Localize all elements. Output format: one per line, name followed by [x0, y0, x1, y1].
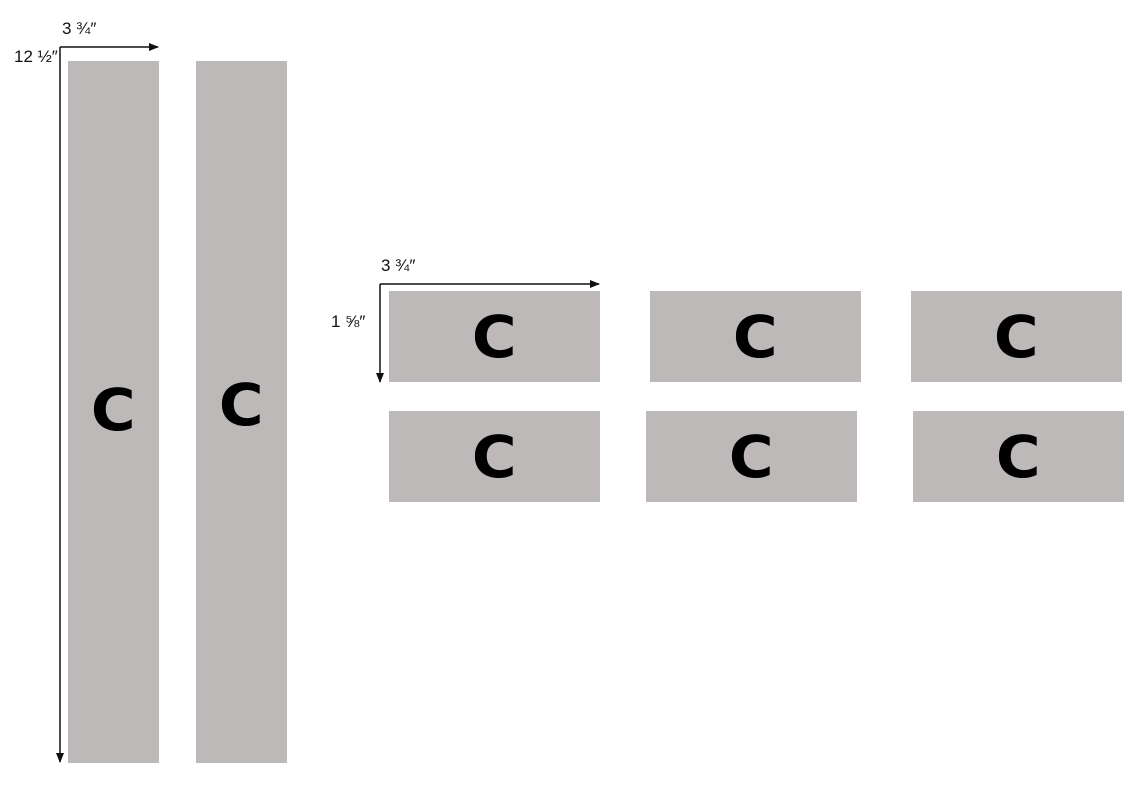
piece-width-label: 3 ¾″: [381, 256, 416, 275]
short-piece: C: [913, 411, 1124, 502]
piece-label: C: [994, 302, 1039, 371]
piece-label: C: [733, 302, 778, 371]
short-piece: C: [911, 291, 1122, 382]
long-strip-piece: C: [196, 61, 287, 763]
piece-label: C: [91, 376, 136, 444]
piece-label: C: [472, 302, 517, 371]
piece-label: C: [996, 422, 1041, 491]
piece-label: C: [219, 371, 264, 439]
strip-length-label: 12 ½″: [14, 47, 58, 66]
strip-width-label: 3 ¾″: [62, 19, 97, 38]
long-strip-piece: C: [68, 61, 159, 763]
short-piece: C: [650, 291, 861, 382]
short-piece: C: [646, 411, 857, 502]
piece-label: C: [729, 422, 774, 491]
piece-label: C: [472, 422, 517, 491]
short-piece: C: [389, 291, 600, 382]
short-piece: C: [389, 411, 600, 502]
piece-height-label: 1 ⅝″: [331, 312, 366, 331]
